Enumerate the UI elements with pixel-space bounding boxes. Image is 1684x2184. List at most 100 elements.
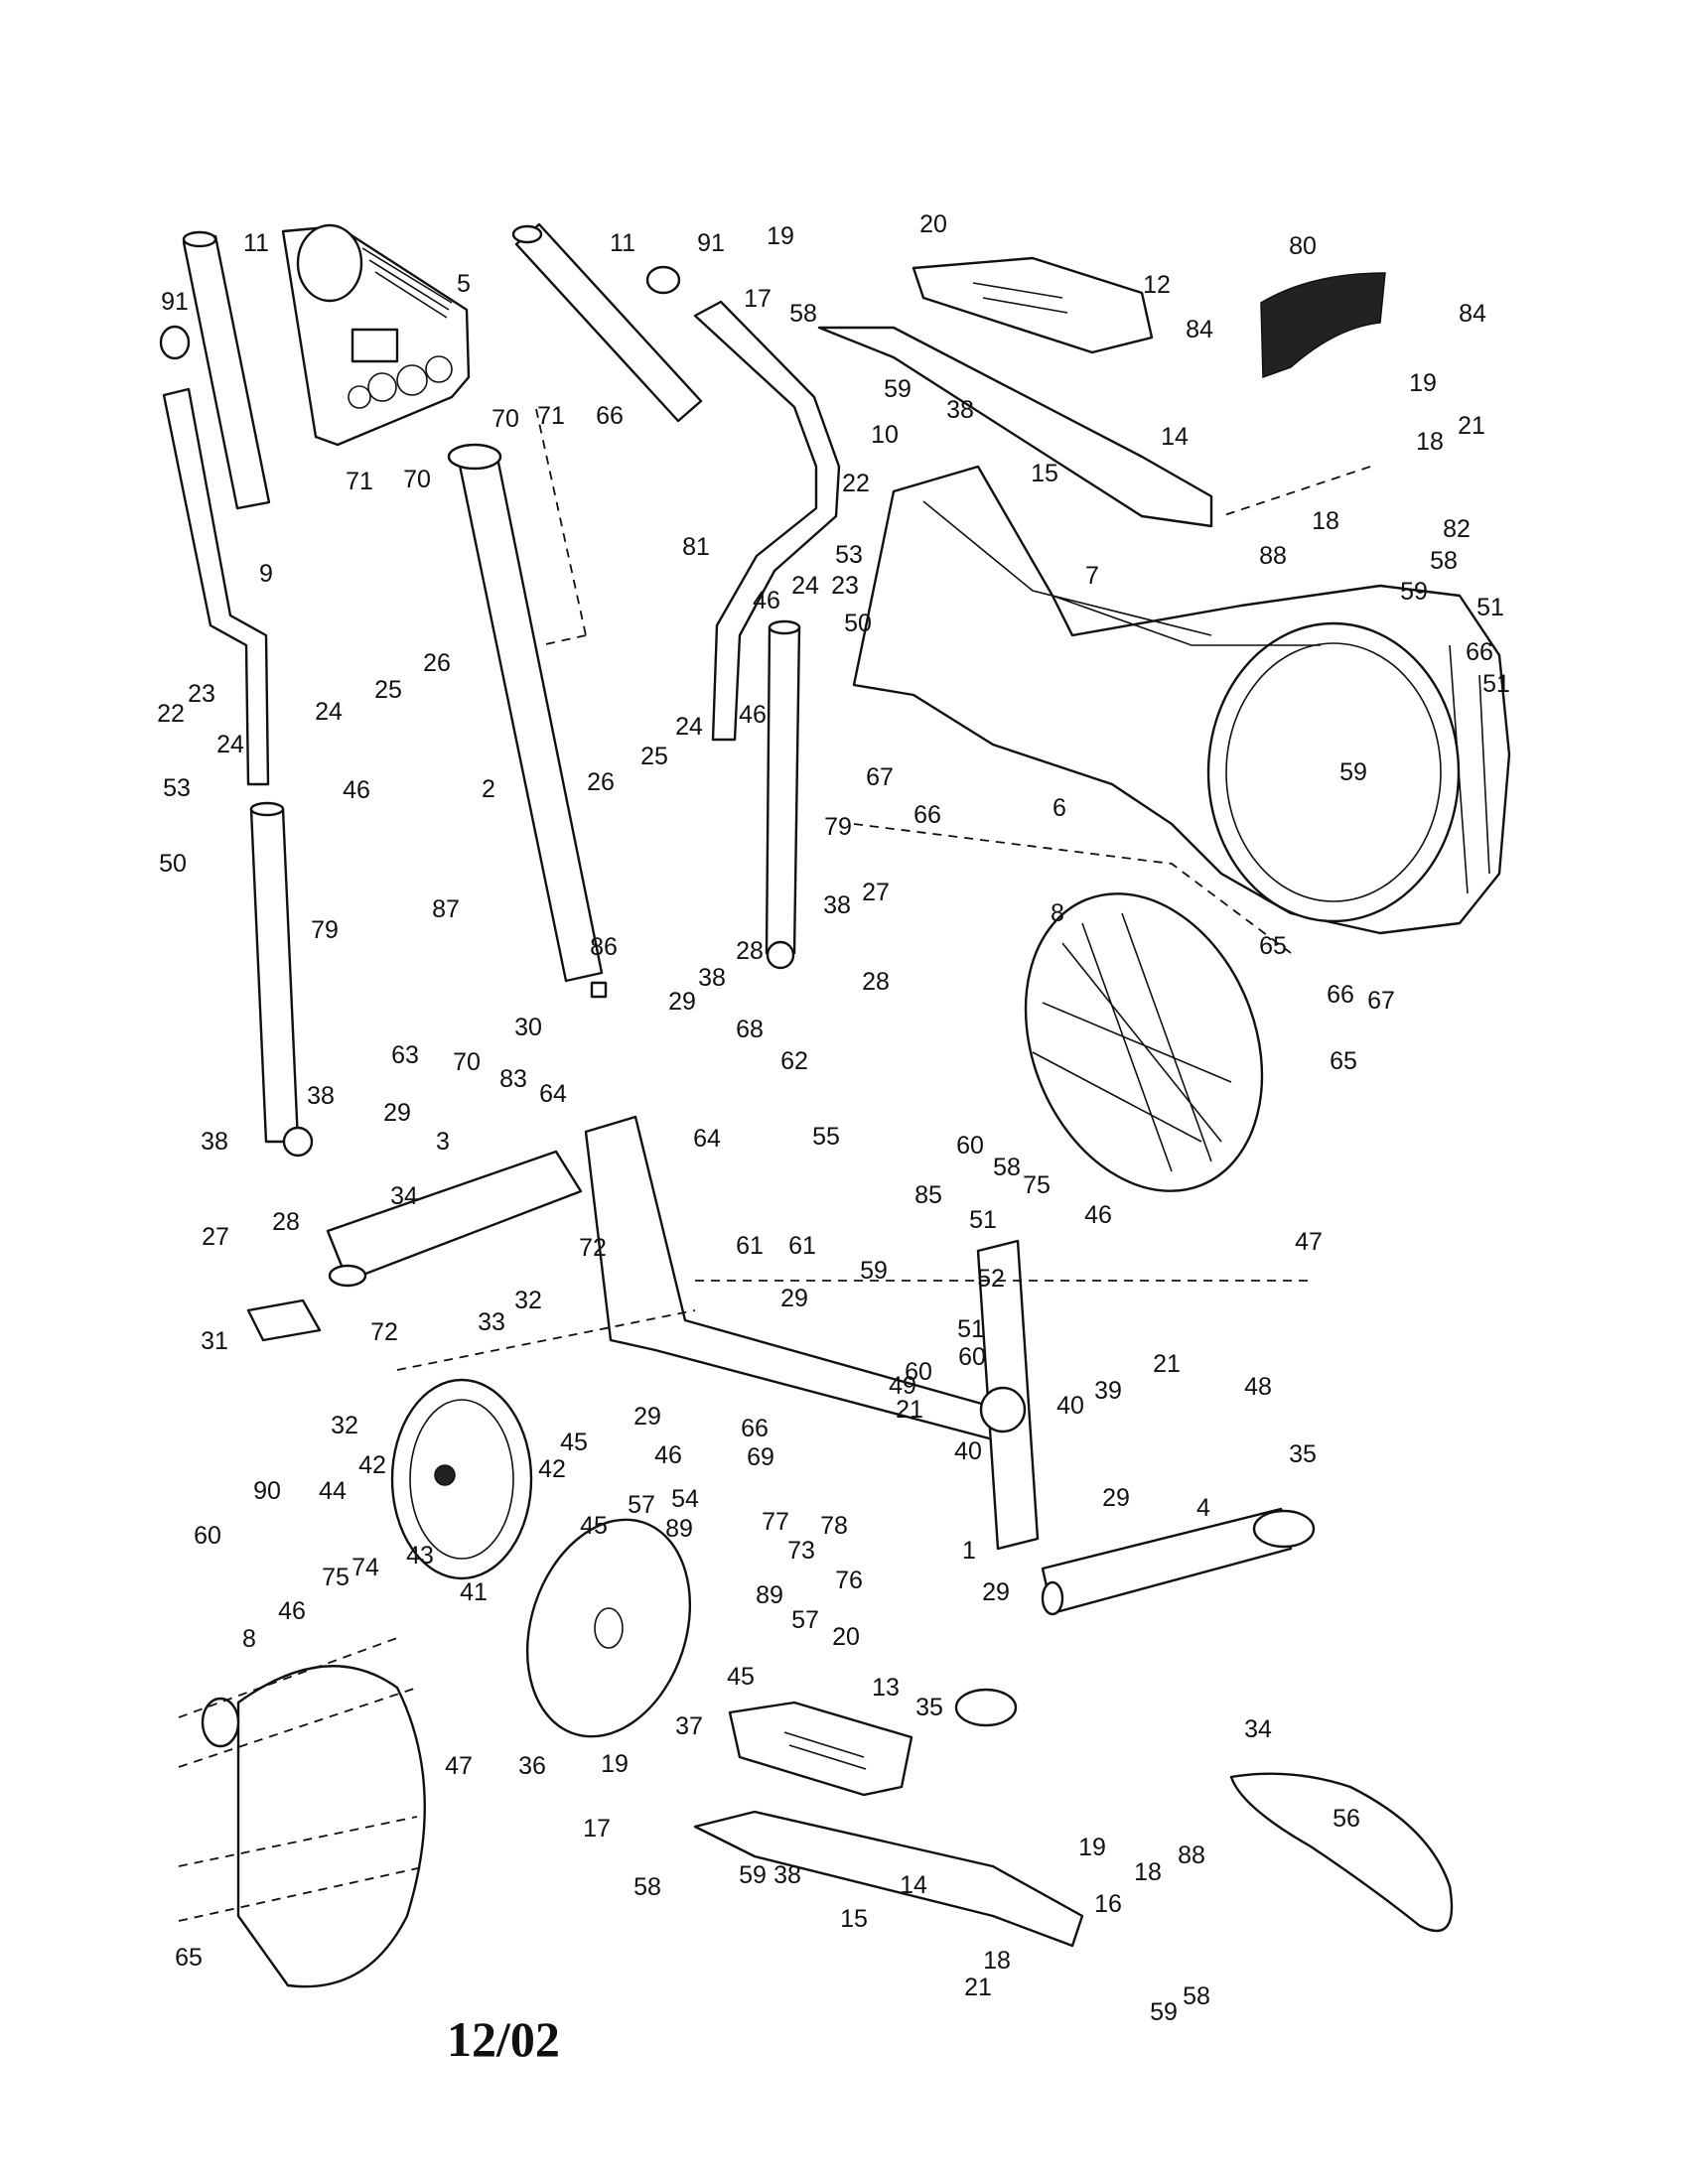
callout-14: 14: [900, 1871, 927, 1899]
callout-76: 76: [835, 1567, 863, 1594]
lower-arm-left: [249, 801, 314, 1158]
side-cover-left: [201, 1665, 426, 1988]
callout-75: 75: [322, 1564, 350, 1591]
callout-38: 38: [946, 396, 974, 424]
callout-72: 72: [579, 1234, 607, 1262]
handlebar-left: [162, 387, 270, 786]
callout-66: 66: [1327, 981, 1354, 1009]
callout-21: 21: [896, 1396, 923, 1424]
callout-18: 18: [983, 1947, 1011, 1975]
callout-18: 18: [1312, 507, 1339, 535]
callout-62: 62: [780, 1047, 808, 1075]
callout-59: 59: [1150, 1998, 1178, 2026]
handlebar-grip-right: [511, 222, 703, 423]
callout-40: 40: [1056, 1392, 1084, 1420]
callout-61: 61: [788, 1232, 816, 1260]
pedal-upper: [912, 256, 1154, 354]
callout-91: 91: [161, 288, 189, 316]
callout-46: 46: [654, 1441, 682, 1469]
callout-84: 84: [1459, 300, 1486, 328]
pedal-arm-upper: [817, 326, 1213, 528]
callout-36: 36: [518, 1752, 546, 1780]
callout-22: 22: [842, 470, 870, 497]
callout-44: 44: [319, 1477, 347, 1505]
callout-11: 11: [243, 229, 269, 257]
callout-21: 21: [1153, 1350, 1181, 1378]
callout-22: 22: [157, 700, 185, 728]
handlebar-grip-left: [182, 230, 271, 510]
callout-79: 79: [311, 916, 339, 944]
callout-19: 19: [1078, 1834, 1106, 1861]
callout-5: 5: [457, 270, 471, 298]
callout-58: 58: [1183, 1982, 1210, 2010]
callout-64: 64: [539, 1080, 567, 1108]
callout-46: 46: [278, 1597, 306, 1625]
callout-51: 51: [1476, 594, 1504, 621]
callout-87: 87: [432, 895, 460, 923]
callout-70: 70: [453, 1048, 481, 1076]
assembly-lines: [178, 408, 1371, 1922]
callout-63: 63: [391, 1041, 419, 1069]
callout-24: 24: [675, 713, 703, 741]
callout-67: 67: [866, 763, 894, 791]
callout-3: 3: [436, 1128, 450, 1156]
callout-18: 18: [1416, 428, 1444, 456]
callout-47: 47: [445, 1752, 473, 1780]
callout-68: 68: [736, 1016, 764, 1043]
callout-90: 90: [253, 1477, 281, 1505]
foot-caps: [246, 1298, 1316, 1727]
callout-60: 60: [956, 1132, 984, 1160]
callout-60: 60: [958, 1343, 986, 1371]
callout-65: 65: [1330, 1047, 1357, 1075]
callout-38: 38: [698, 964, 726, 992]
callout-24: 24: [216, 731, 244, 758]
callout-20: 20: [832, 1623, 860, 1651]
callout-85: 85: [914, 1181, 942, 1209]
callout-59: 59: [1400, 578, 1428, 606]
callout-13: 13: [872, 1674, 900, 1702]
callout-52: 52: [977, 1265, 1005, 1293]
callout-50: 50: [159, 850, 187, 878]
callout-66: 66: [913, 801, 941, 829]
callout-8: 8: [242, 1625, 256, 1653]
lower-arm-right: [765, 619, 801, 970]
callout-53: 53: [835, 541, 863, 569]
callout-60: 60: [905, 1358, 932, 1386]
callout-23: 23: [188, 680, 215, 708]
pedal-lower: [728, 1701, 913, 1797]
callout-57: 57: [628, 1491, 655, 1519]
callout-29: 29: [780, 1285, 808, 1312]
drive-pulley: [525, 1518, 692, 1738]
callout-51: 51: [1482, 670, 1510, 698]
callout-37: 37: [675, 1712, 703, 1740]
callout-49: 49: [889, 1372, 916, 1400]
callout-29: 29: [633, 1403, 661, 1431]
callout-20: 20: [919, 210, 947, 238]
callout-29: 29: [1102, 1484, 1130, 1512]
callout-25: 25: [374, 676, 402, 704]
callout-15: 15: [840, 1905, 868, 1933]
frame-shroud: [852, 465, 1511, 935]
callout-26: 26: [587, 768, 615, 796]
callout-88: 88: [1178, 1842, 1205, 1869]
callout-25: 25: [640, 743, 668, 770]
side-cover-right: [1024, 892, 1264, 1192]
callout-58: 58: [1430, 547, 1458, 575]
callout-29: 29: [668, 988, 696, 1016]
front-stabilizer: [326, 1150, 583, 1288]
callout-59: 59: [884, 375, 912, 403]
rear-cover: [1260, 272, 1386, 379]
callout-27: 27: [862, 879, 890, 906]
callout-43: 43: [406, 1542, 434, 1570]
callout-30: 30: [514, 1014, 542, 1041]
callout-65: 65: [1259, 932, 1287, 960]
callout-70: 70: [403, 466, 431, 493]
callout-21: 21: [1458, 412, 1485, 440]
callout-54: 54: [671, 1485, 699, 1513]
callout-34: 34: [1244, 1715, 1272, 1743]
callout-12: 12: [1143, 271, 1171, 299]
callout-10: 10: [871, 421, 899, 449]
callout-89: 89: [756, 1581, 783, 1609]
callout-34: 34: [390, 1182, 418, 1210]
